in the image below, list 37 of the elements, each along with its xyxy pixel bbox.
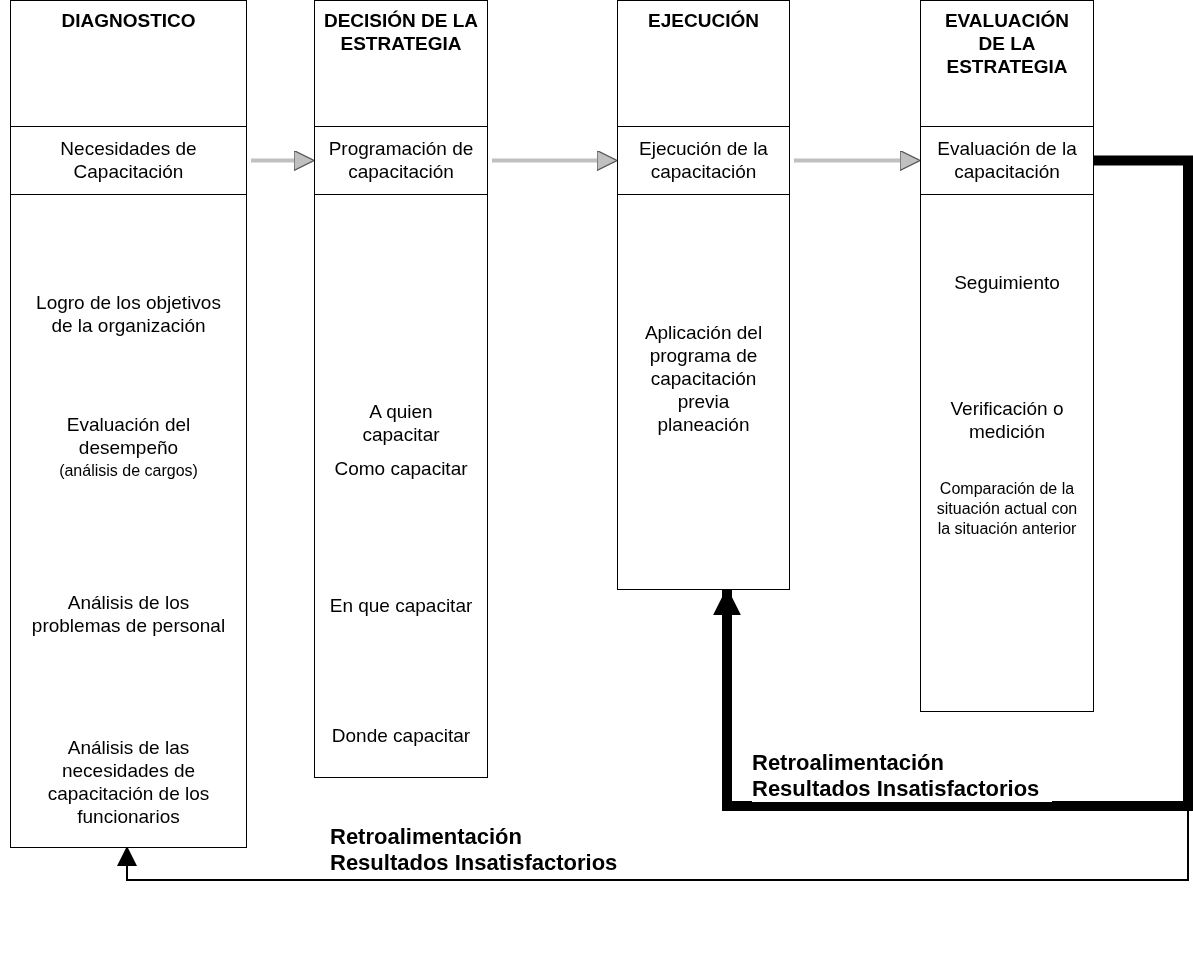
feedback-arrow (713, 155, 1193, 811)
stage-cell (617, 126, 790, 195)
stage-heading: EJECUCIÓN (647, 9, 760, 32)
stage-cell (10, 126, 247, 195)
activity-text: En que capacitar (329, 594, 473, 617)
activity-text: Análisis de los problemas de personal (30, 591, 227, 637)
stage-label: Ejecución de la capacitación (638, 137, 769, 183)
activity-text: Logro de los objetivos de la organización (35, 291, 222, 337)
block-arrow (794, 149, 921, 172)
stage-heading: EVALUACIÓN DE LA ESTRATEGIA (943, 9, 1071, 78)
activity-text: Análisis de las necesidades de capacitación de los funcionarios (46, 736, 211, 828)
stage-cell (314, 126, 488, 195)
activity-text: Como capacitar (333, 457, 469, 480)
block-arrow (492, 149, 618, 172)
activity-text: Verificación o medición (949, 397, 1065, 443)
activity-text: Donde capacitar (330, 724, 472, 747)
stage-cell (920, 126, 1094, 195)
stage-label: Evaluación de la capacitación (936, 137, 1078, 183)
activity-text: A quien capacitar (361, 400, 441, 446)
header-cell (314, 0, 488, 127)
header-cell (617, 0, 790, 127)
stage-heading: DIAGNOSTICO (60, 9, 197, 32)
activity-cell (920, 194, 1094, 712)
stage-label: Necesidades de Capacitación (59, 137, 198, 183)
activity-cell (617, 194, 790, 590)
header-cell (10, 0, 247, 127)
activity-text: Aplicación del programa de capacitación previa planeación (643, 321, 764, 436)
header-cell (920, 0, 1094, 127)
activity-text: Comparación de la situación actual con la situación anterior (935, 479, 1079, 539)
block-arrow (251, 149, 315, 172)
stage-label: Programación de capacitación (327, 137, 475, 183)
stage-heading: DECISIÓN DE LA ESTRATEGIA (322, 9, 480, 55)
activity-text: (análisis de cargos) (58, 461, 199, 481)
activity-text: Evaluación del desempeño (65, 413, 192, 459)
activity-cell (10, 194, 247, 848)
activity-cell (314, 194, 488, 778)
activity-text: Seguimiento (953, 271, 1061, 294)
